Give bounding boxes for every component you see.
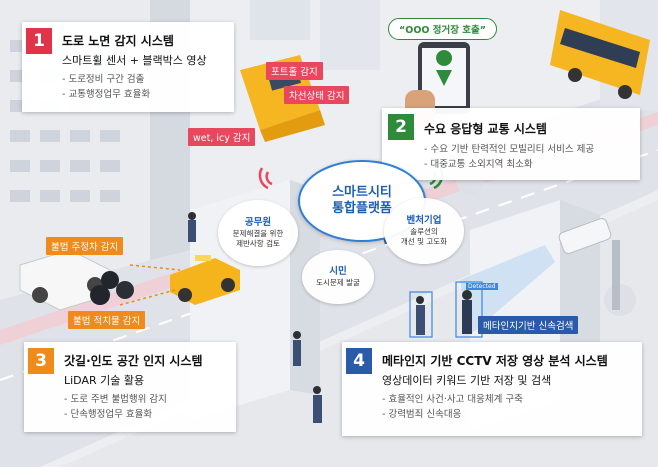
detection-box [455,281,483,338]
bullet-item: - 도로 주변 불법행위 감지 [64,394,167,405]
card-subtitle: 영상데이터 키워드 기반 저장 및 검색 [382,374,552,387]
card-number-badge: 4 [346,348,372,374]
bullet-item: - 도로정비 구간 검출 [62,74,145,85]
card-number-badge: 1 [26,28,52,54]
card-demand-transport: 2 수요 응답형 교통 시스템 - 수요 기반 탄력적인 모빌리티 서비스 제공… [382,108,640,180]
detected-label: Detected [466,283,498,290]
tag-illegal-parking: 불법 주정차 감지 [46,237,124,255]
card-cctv-analysis: 4 메타인지 기반 CCTV 저장 영상 분석 시스템 영상데이터 키워드 기반… [342,342,642,436]
stop-call-pill: “OOO 정거장 호출” [388,18,498,40]
taxi-illustration [170,255,240,305]
tag-pothole: 포트홀 감지 [266,62,323,80]
card-bullets: - 효율적인 사건·사고 대응체계 구축 - 강력범죄 신속대응 [382,392,523,422]
hub-line-2: 통합플랫폼 [332,201,392,216]
bubble-desc: 도시문제 발굴 [316,278,360,287]
tag-wet-icy: wet, icy 감지 [188,128,256,146]
bullet-item: - 교통행정업무 효율화 [62,89,151,100]
card-title: 도로 노면 감지 시스템 [62,34,174,48]
phone-illustration [405,42,470,130]
card-bullets: - 도로정비 구간 검출 - 교통행정업무 효율화 [62,72,150,102]
card-shoulder-space: 3 갓길·인도 공간 인지 시스템 LiDAR 기술 활용 - 도로 주변 불법… [24,342,236,432]
bubble-desc: 문제해결을 위한 [232,229,284,238]
cctv-illustration [460,218,620,335]
bullet-item: - 단속행정업무 효율화 [64,409,153,420]
card-road-surface: 1 도로 노면 감지 시스템 스마트휠 센서 + 블랙박스 영상 - 도로정비 … [22,22,234,112]
card-number-badge: 3 [28,348,54,374]
bullet-item: - 효율적인 사건·사고 대응체계 구축 [382,394,523,405]
bubble-desc: 솔루션의 [410,227,438,236]
bubble-title: 시민 [329,266,347,277]
card-subtitle: 스마트휠 센서 + 블랙박스 영상 [62,54,207,67]
card-bullets: - 도로 주변 불법행위 감지 - 단속행정업무 효율화 [64,392,167,422]
bullet-item: - 수요 기반 탄력적인 모빌리티 서비스 제공 [424,144,595,155]
bus-illustration-right [550,10,650,99]
bubble-venture: 벤처기업 솔루션의 개선 및 고도화 [384,198,464,264]
card-title: 메타인지 기반 CCTV 저장 영상 분석 시스템 [382,354,608,368]
tag-lane-status: 차선상태 감지 [284,86,350,104]
bubble-title: 벤처기업 [406,215,442,226]
card-title: 갓길·인도 공간 인지 시스템 [64,354,203,368]
bubble-title: 공무원 [244,217,272,228]
tag-meta-search: 메타인지기반 신속검색 [478,316,579,334]
bubble-official: 공무원 문제해결을 위한 제반사항 검토 [218,200,298,266]
bubble-citizen: 시민 도시문제 발굴 [302,250,374,304]
hub-line-1: 스마트시티 [332,185,392,200]
bullet-item: - 대중교통 소외지역 최소화 [424,159,533,170]
bubble-desc: 개선 및 고도화 [400,237,448,246]
card-subtitle: LiDAR 기술 활용 [64,374,145,387]
bubble-desc: 제반사항 검토 [236,239,280,248]
card-title: 수요 응답형 교통 시스템 [424,122,547,136]
tag-illegal-dumping: 불법 적치물 감지 [68,311,146,329]
card-bullets: - 수요 기반 탄력적인 모빌리티 서비스 제공 - 대중교통 소외지역 최소화 [424,142,594,172]
bullet-item: - 강력범죄 신속대응 [382,409,462,420]
card-number-badge: 2 [388,114,414,140]
